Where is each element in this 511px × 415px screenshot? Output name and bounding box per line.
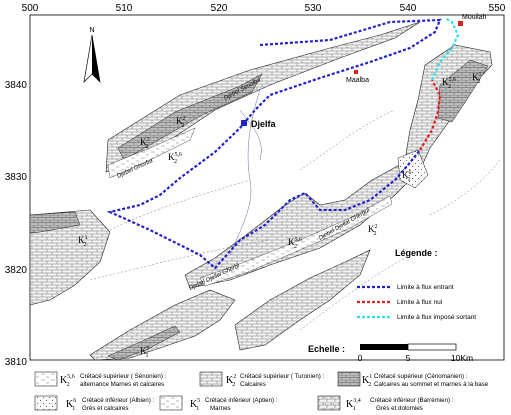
maalba-label: Maalba (346, 77, 369, 84)
y-tick-label: 3830 (5, 172, 28, 183)
x-axis-ticks: 500 510 520 530 540 550 (22, 3, 506, 14)
x-tick-label: 510 (116, 3, 133, 14)
scale-title: Echelle : (308, 344, 345, 354)
null-flux-boundary (419, 79, 442, 151)
scale-label-ten: 10Km (451, 353, 473, 363)
north-arrow: N (83, 27, 101, 84)
key-label: Crétacé inférieur (Aptien) : (205, 397, 278, 404)
x-tick-label: 500 (22, 3, 39, 14)
entering-flux-boundary (106, 18, 442, 270)
geology-layer (29, 21, 493, 361)
key-label: Marnes (210, 405, 231, 412)
svg-text:K12: K12 (362, 374, 372, 388)
scale-label-zero: 0 (358, 353, 363, 363)
key-label: Crétacé supérieur (Cénomanien) : (374, 373, 468, 380)
key-label: Crétacé inférieur (Barrémien) : (370, 397, 454, 404)
unit-k1-5-central (199, 195, 393, 287)
key-label: Crétacé inférieur (Albien) : (82, 397, 154, 404)
x-tick-label: 530 (305, 3, 322, 14)
maalba-marker (354, 70, 358, 74)
unit-k2-1-east (437, 59, 489, 123)
imposed-flux-boundary (430, 17, 460, 81)
y-tick-label: 3820 (5, 265, 28, 276)
legend-label-entering: Limite à flux entrant (397, 284, 454, 291)
svg-text:K5,62: K5,62 (60, 374, 75, 388)
unit-k2-56-southeast (234, 249, 371, 351)
scale-bar: Echelle : 0 5 10Km (308, 343, 473, 363)
unit-k2-1-west (29, 211, 81, 234)
unit-k2-1-north (117, 73, 263, 161)
djelfa-label: Djelfa (251, 119, 277, 129)
north-label: N (89, 27, 94, 34)
scale-segment-white (407, 343, 457, 351)
x-tick-label: 550 (489, 3, 506, 14)
legend: Légende : Limite à flux entrant Limite à… (357, 248, 476, 321)
scale-label-five: 5 (406, 353, 411, 363)
faults (89, 109, 501, 331)
svg-text:K3,41: K3,41 (346, 398, 361, 412)
boundary-lines (106, 17, 460, 270)
svg-text:K61: K61 (66, 398, 76, 412)
y-axis-ticks: 3840 3830 3820 3810 (5, 80, 28, 368)
places: Djelfa Maalba Mouilah (241, 14, 487, 129)
svg-text:K22: K22 (226, 374, 236, 388)
legend-title: Légende : (395, 248, 438, 258)
key-label: Crétacé supérieur ( Turonien) : (240, 373, 325, 380)
key-label: Calcaires au sommet et marnes à la base (374, 381, 489, 388)
svg-text:K51: K51 (190, 398, 200, 412)
mouilah-marker (458, 21, 463, 26)
x-tick-label: 540 (400, 3, 417, 14)
key-label: Grès et calcaires (82, 405, 128, 412)
mouilah-label: Mouilah (462, 14, 487, 21)
y-tick-label: 3810 (5, 357, 28, 368)
y-tick-label: 3840 (5, 80, 28, 91)
legend-label-imposed: Limite à flux imposé sortant (397, 314, 476, 321)
key-label: Calcaires (240, 381, 266, 388)
key-label: Grès et dolomies (376, 405, 423, 412)
key-label: Crétacé supérieur ( Sénonien) : (80, 373, 167, 380)
djelfa-marker (241, 120, 247, 126)
legend-label-null: Limite à flux nul (397, 299, 443, 306)
unit-k2-1-south (107, 325, 181, 361)
unit-k1-6-east (397, 149, 429, 189)
unit-k1-5-north (107, 127, 196, 179)
unit-k2-56-west (29, 209, 111, 306)
x-tick-label: 520 (211, 3, 228, 14)
key-label: alternance Marnes et calcaires (80, 381, 164, 388)
scale-segment-black (360, 344, 408, 350)
